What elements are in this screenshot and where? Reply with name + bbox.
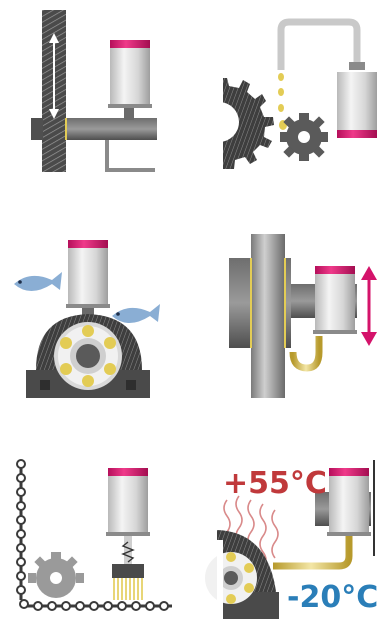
panel-shaft-vertical-lubricator [0, 0, 189, 200]
panel-gear-drip-lubrication [189, 0, 378, 200]
temperature-high-label: +55°C [223, 466, 327, 501]
gear-icon [189, 0, 378, 200]
panel-food-grade-bearing [0, 210, 189, 410]
shaft-icon [0, 0, 189, 200]
bearing-icon [26, 314, 150, 398]
lubricator-icon [313, 266, 357, 334]
fish-icon [14, 272, 62, 291]
lubricator-icon [106, 468, 150, 536]
lubricator-icon [66, 240, 110, 308]
double-arrow-icon [361, 266, 377, 346]
bearing-icon [205, 530, 279, 619]
panel-temperature-range-lubrication: +55°C -20°C [189, 420, 378, 619]
panel-chain-brush-lubrication [0, 420, 189, 619]
sprocket-icon [28, 552, 84, 598]
sprocket-icon [280, 113, 328, 161]
panel-vertical-movement-lubricator [189, 210, 378, 410]
fish-icon [112, 304, 160, 323]
brush-icon [112, 564, 144, 600]
lubricator-icon [327, 468, 371, 536]
lubricator-icon [108, 40, 152, 108]
temperature-low-label: -20°C [287, 580, 378, 615]
